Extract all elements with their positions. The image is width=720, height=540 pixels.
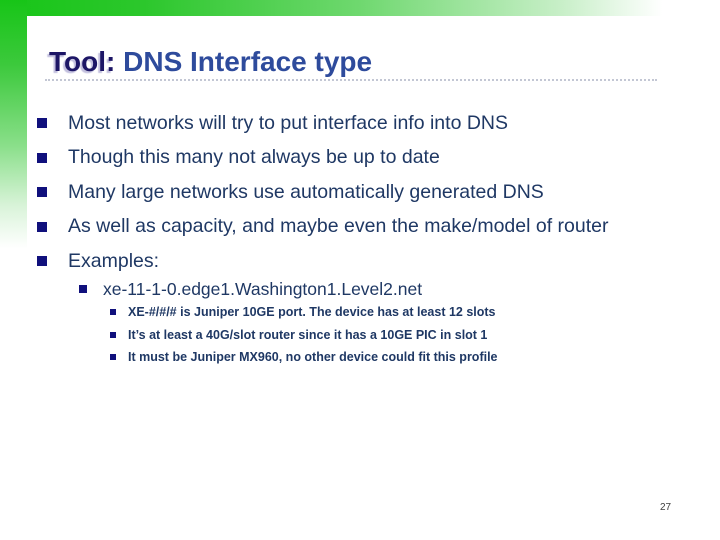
list-item: Examples: [37, 244, 697, 279]
list-item: It must be Juniper MX960, no other devic… [110, 346, 710, 369]
list-item-text: Most networks will try to put interface … [68, 111, 508, 134]
list-item: Most networks will try to put interface … [37, 106, 697, 141]
left-gradient-border [0, 0, 27, 540]
slide-title-text: DNS Interface type [115, 46, 373, 77]
list-item: Though this many not always be up to dat… [37, 141, 697, 176]
bullet-list-level3: XE-#/#/# is Juniper 10GE port. The devic… [110, 301, 710, 369]
bullet-square-icon [79, 285, 87, 293]
bullet-list-level1: Most networks will try to put interface … [37, 106, 697, 279]
list-item-text: Though this many not always be up to dat… [68, 146, 440, 169]
list-item-text: XE-#/#/# is Juniper 10GE port. The devic… [128, 305, 496, 320]
bullet-square-icon [37, 221, 47, 232]
list-item-text: xe-11-1-0.edge1.Washington1.Level2.net [103, 278, 423, 299]
list-item: As well as capacity, and maybe even the … [37, 210, 697, 245]
bullet-square-icon [37, 187, 47, 198]
list-item-text: It must be Juniper MX960, no other devic… [128, 350, 498, 365]
top-gradient-border [0, 0, 720, 16]
list-item-text: It’s at least a 40G/slot router since it… [128, 327, 488, 342]
bullet-square-icon [37, 118, 47, 129]
slide-title: Tool: DNS Interface type [49, 44, 689, 80]
bullet-square-icon [37, 152, 47, 163]
list-item-text: Many large networks use automatically ge… [68, 180, 544, 203]
page-number: 27 [660, 502, 672, 513]
list-item-text: As well as capacity, and maybe even the … [68, 215, 609, 238]
list-item: It’s at least a 40G/slot router since it… [110, 324, 710, 347]
bullet-list-level2: xe-11-1-0.edge1.Washington1.Level2.net [79, 274, 699, 304]
list-item: xe-11-1-0.edge1.Washington1.Level2.net [79, 274, 699, 304]
title-separator-line [45, 79, 657, 81]
bullet-square-icon [110, 354, 116, 361]
list-item: XE-#/#/# is Juniper 10GE port. The devic… [110, 301, 710, 324]
list-item: Many large networks use automatically ge… [37, 175, 697, 210]
slide-title-prefix: Tool: [49, 46, 116, 77]
list-item-text: Examples: [68, 249, 160, 272]
bullet-square-icon [37, 256, 47, 267]
bullet-square-icon [110, 331, 116, 338]
bullet-square-icon [110, 309, 116, 316]
